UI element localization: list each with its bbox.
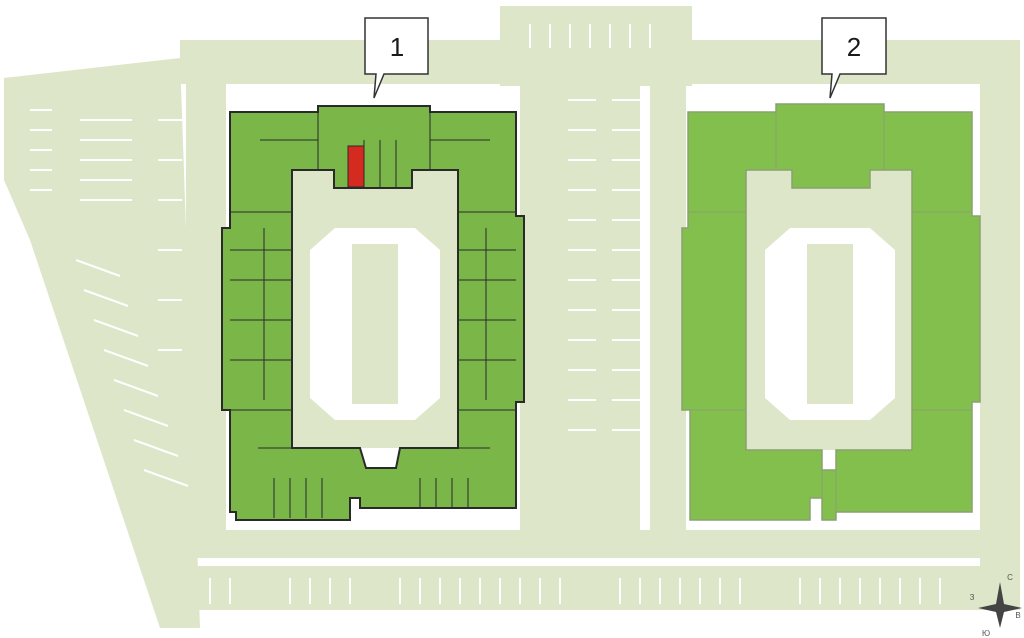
building-1[interactable] [221, 105, 525, 521]
compass-west: З [970, 593, 975, 602]
callout-2-bubble [821, 17, 887, 99]
west-parking-area [4, 58, 200, 628]
west-road [186, 80, 226, 540]
callout-1-label: 1 [390, 32, 404, 62]
parking-stripes [30, 24, 941, 604]
courtyard-paths [310, 228, 895, 420]
compass-north: С [1007, 573, 1013, 582]
building-1-units [230, 112, 516, 518]
callout-2-label: 2 [847, 32, 861, 62]
compass-needle [978, 582, 1022, 628]
building-2-dividers [688, 112, 972, 520]
compass-east: В [1015, 611, 1020, 620]
compass-rose: С В Ю З [970, 573, 1022, 638]
building-1-callout[interactable]: 1 [364, 17, 429, 99]
selected-unit[interactable] [347, 145, 365, 188]
callout-1-bubble [364, 17, 429, 99]
south-road [190, 566, 1020, 610]
building-2-callout[interactable]: 2 [821, 17, 887, 99]
east-strip [980, 60, 1020, 600]
courtyard-1-path [310, 228, 440, 420]
compass-south: Ю [982, 629, 990, 638]
courtyard-2-path [765, 228, 895, 420]
building-2[interactable] [681, 103, 981, 521]
east-lane [650, 80, 686, 550]
